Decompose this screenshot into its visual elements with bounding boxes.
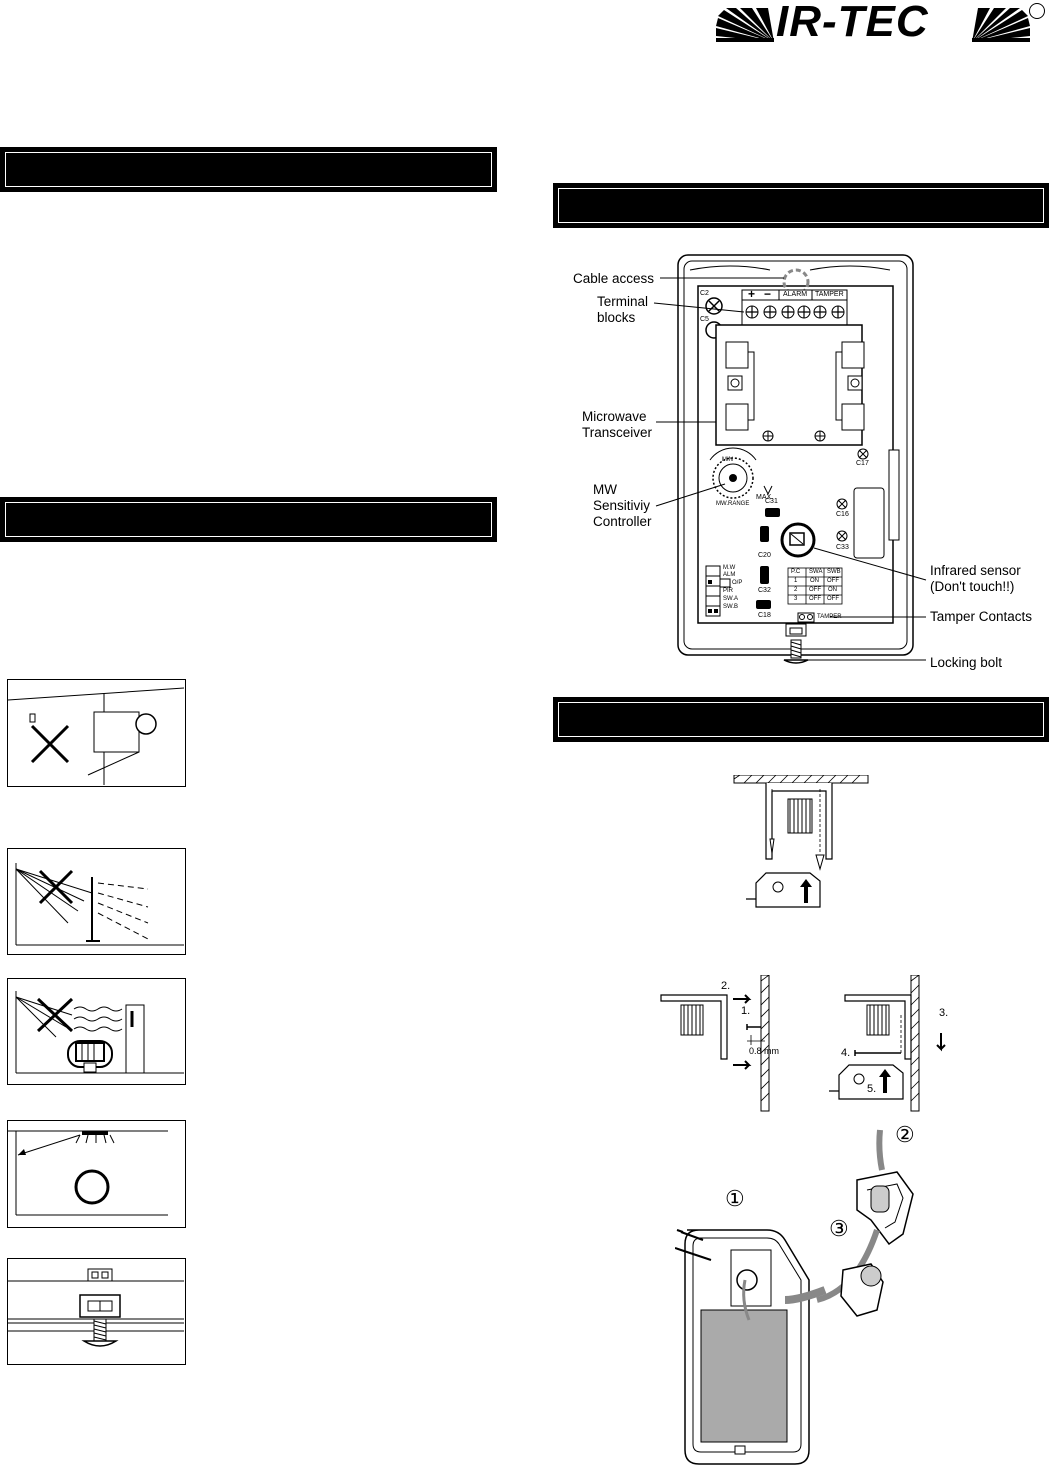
detector-board-drawing	[653, 254, 927, 664]
step-label-2: 2.	[721, 980, 731, 992]
board-label-c31: C31	[765, 498, 778, 505]
dip-label-6: SW.B	[723, 604, 739, 610]
pc-table-cell: 3	[794, 596, 798, 602]
label-microwave-1: Microwave	[582, 409, 647, 424]
section-header-bar-4	[553, 697, 1049, 742]
illustration-ceiling-ok	[7, 1120, 186, 1228]
illustration-corner-no	[7, 679, 186, 787]
section-header-bar-2	[0, 497, 497, 542]
pc-table-cell: ON	[828, 587, 837, 593]
board-label-c17: C17	[856, 460, 869, 467]
board-label-c32: C32	[758, 587, 771, 594]
brand-logo: IR-TEC	[716, 0, 1046, 48]
board-tamper-small: TAMPER	[817, 614, 842, 620]
label-mw-2: Sensitiviy	[593, 498, 651, 513]
circled-step-1: ①	[725, 1186, 745, 1211]
step-label-3: 3.	[939, 1007, 949, 1019]
board-label-c16: C16	[836, 511, 849, 518]
label-cable-access: Cable access	[573, 271, 655, 286]
dip-label-4: PIR	[723, 588, 734, 594]
step-label-1: 1.	[741, 1005, 751, 1017]
illustration-sunlight-no	[7, 848, 186, 955]
label-mw-3: Controller	[593, 514, 652, 529]
pc-table-cell: OFF	[827, 596, 839, 602]
step-label-4: 4.	[841, 1047, 851, 1059]
circled-step-2: ②	[895, 1122, 915, 1147]
illustration-locking-bolt	[7, 1258, 186, 1365]
terminal-plus: +	[748, 287, 756, 301]
section-header-bar-3	[553, 183, 1049, 228]
terminal-tamper: TAMPER	[815, 291, 844, 298]
pc-table-header-2: SWA	[809, 569, 823, 575]
board-label-c20: C20	[758, 552, 771, 559]
registered-mark-icon	[1029, 3, 1045, 19]
pc-table-header-1: P.C	[791, 569, 801, 575]
logo-right-rays-icon	[972, 8, 1030, 42]
label-tamper-contacts: Tamper Contacts	[930, 609, 1033, 624]
pc-table-cell: 2	[794, 587, 798, 593]
mounting-bracket-diagram: ② ① ③	[675, 1120, 940, 1475]
dial-max: MAX.	[756, 494, 774, 501]
label-mw-1: MW	[593, 482, 617, 497]
board-label-c5: C5	[700, 316, 709, 323]
dip-label-1: M.W	[723, 565, 736, 571]
circled-step-3: ③	[829, 1216, 849, 1241]
mounting-wall-diagram: 2. 1. 0.8 mm 3. 4. 5.	[655, 975, 975, 1115]
label-infrared-2: (Don't touch!!)	[930, 579, 1015, 594]
mounting-ceiling-diagram	[720, 775, 880, 925]
gap-label: 0.8 mm	[749, 1046, 780, 1056]
pc-table-cell: ON	[810, 578, 819, 584]
section-header-bar-1	[0, 147, 497, 192]
pc-table-cell: OFF	[827, 578, 839, 584]
label-microwave-2: Transceiver	[582, 425, 653, 440]
board-label-c33: C33	[836, 544, 849, 551]
pc-table-cell: OFF	[809, 587, 821, 593]
label-locking-bolt: Locking bolt	[930, 655, 1003, 670]
dip-label-3: O/P	[732, 580, 743, 586]
logo-text: IR-TEC	[776, 0, 929, 46]
logo-left-rays-icon	[716, 8, 774, 42]
label-terminal-1: Terminal	[597, 294, 649, 309]
label-terminal-2: blocks	[597, 310, 636, 325]
dip-label-5: SW.A	[723, 596, 739, 602]
label-infrared-1: Infrared sensor	[930, 563, 1021, 578]
detector-internal-diagram: C2 C5 + − ALARM TAMPER C17 MIN MAX. MW.R…	[560, 250, 1045, 680]
terminal-minus: −	[764, 287, 772, 301]
board-label-c2: C2	[700, 290, 709, 297]
pc-table-header-3: SWB	[827, 569, 841, 575]
illustration-heater-no	[7, 978, 186, 1085]
pc-table-cell: OFF	[809, 596, 821, 602]
dip-label-2: ALM	[723, 572, 736, 578]
terminal-alarm: ALARM	[783, 291, 808, 298]
pc-table-cell: 1	[794, 578, 798, 584]
dial-min: MIN	[722, 457, 733, 463]
step-label-5: 5.	[867, 1083, 877, 1095]
dial-mw-range: MW.RANGE	[716, 501, 750, 507]
board-label-c18: C18	[758, 612, 771, 619]
